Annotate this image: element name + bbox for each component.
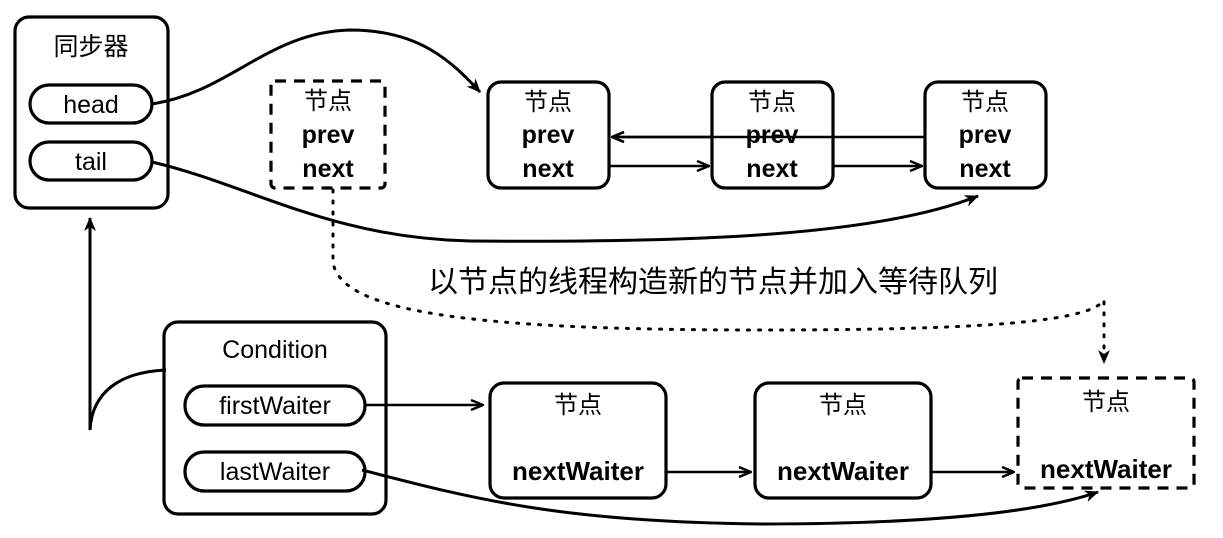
sync-queue-node-2-title: 节点 [748,88,796,116]
wait-queue-node-2-field-nextwaiter: nextWaiter [777,456,909,486]
edge-lastwaiter-to-waitnode3 [361,468,1099,526]
sync-queue-node-1-title: 节点 [524,88,572,116]
tail-label: tail [75,148,107,176]
sync-queue-node-1-frame [486,80,611,190]
wait-queue-node-1-frame [488,381,668,500]
synchronizer-field-tail[interactable]: tail [28,140,154,182]
sync-queue-node-1-field-next: next [522,155,574,183]
wait-queue-node-1[interactable]: 节点 nextWaiter [488,381,668,500]
caption-text: 以节点的线程构造新的节点并加入等待队列 [428,265,998,300]
wait-queue-node-2-frame [753,381,933,500]
head-label: head [63,91,119,119]
lastwaiter-label: lastWaiter [220,458,330,486]
sync-queue-node-3-title: 节点 [961,88,1009,116]
tail-pill-frame [28,140,154,182]
sync-queue-node-3-field-prev: prev [959,121,1012,149]
edge-condition-to-synchronizer [84,217,167,431]
wait-queue-node-2[interactable]: 节点 nextWaiter [753,381,933,500]
wait-queue-node-3-title: 节点 [1082,388,1130,416]
sync-queue-node-2-frame [710,80,835,190]
edge-head-to-node1 [151,28,482,106]
sync-queue-node-3[interactable]: 节点 prev next [923,80,1048,190]
sync-queue-node-2-field-next: next [746,155,798,183]
condition-field-lastwaiter[interactable]: lastWaiter [183,450,367,493]
sync-queue-node-1-field-prev: prev [522,121,575,149]
pending-sync-node-frame [269,79,387,190]
condition-field-firstwaiter[interactable]: firstWaiter [183,384,367,427]
synchronizer-box[interactable]: 同步器 head tail [13,15,170,210]
synchronizer-field-head[interactable]: head [28,83,154,125]
condition-box[interactable]: Condition firstWaiter lastWaiter [162,320,388,516]
wait-queue-node-3[interactable]: 节点 nextWaiter [1016,376,1196,490]
sync-queue-node-1[interactable]: 节点 prev next [486,80,611,190]
wait-queue-node-2-title: 节点 [819,391,867,419]
edge-pending-node-to-wait-queue [331,188,1110,364]
condition-title: Condition [222,336,328,364]
synchronizer-title: 同步器 [53,32,128,61]
edge-tail-to-node3 [151,160,979,243]
sync-queue-node-3-field-next: next [959,155,1011,183]
wait-queue-node-3-field-nextwaiter: nextWaiter [1040,454,1172,484]
sync-queue-node-2[interactable]: 节点 prev next [710,80,835,190]
firstwaiter-label: firstWaiter [219,392,331,420]
pending-sync-node-field-prev: prev [302,121,355,149]
wait-queue-node-1-field-nextwaiter: nextWaiter [512,456,644,486]
sync-queue-node-3-frame [923,80,1048,190]
pending-sync-node-field-next: next [302,155,354,183]
pending-sync-node-title: 节点 [304,87,352,115]
pending-sync-node[interactable]: 节点 prev next [269,79,387,190]
wait-queue-node-1-title: 节点 [554,391,602,419]
wait-queue-node-3-frame [1016,376,1196,490]
sync-queue-node-2-field-prev: prev [746,121,799,149]
